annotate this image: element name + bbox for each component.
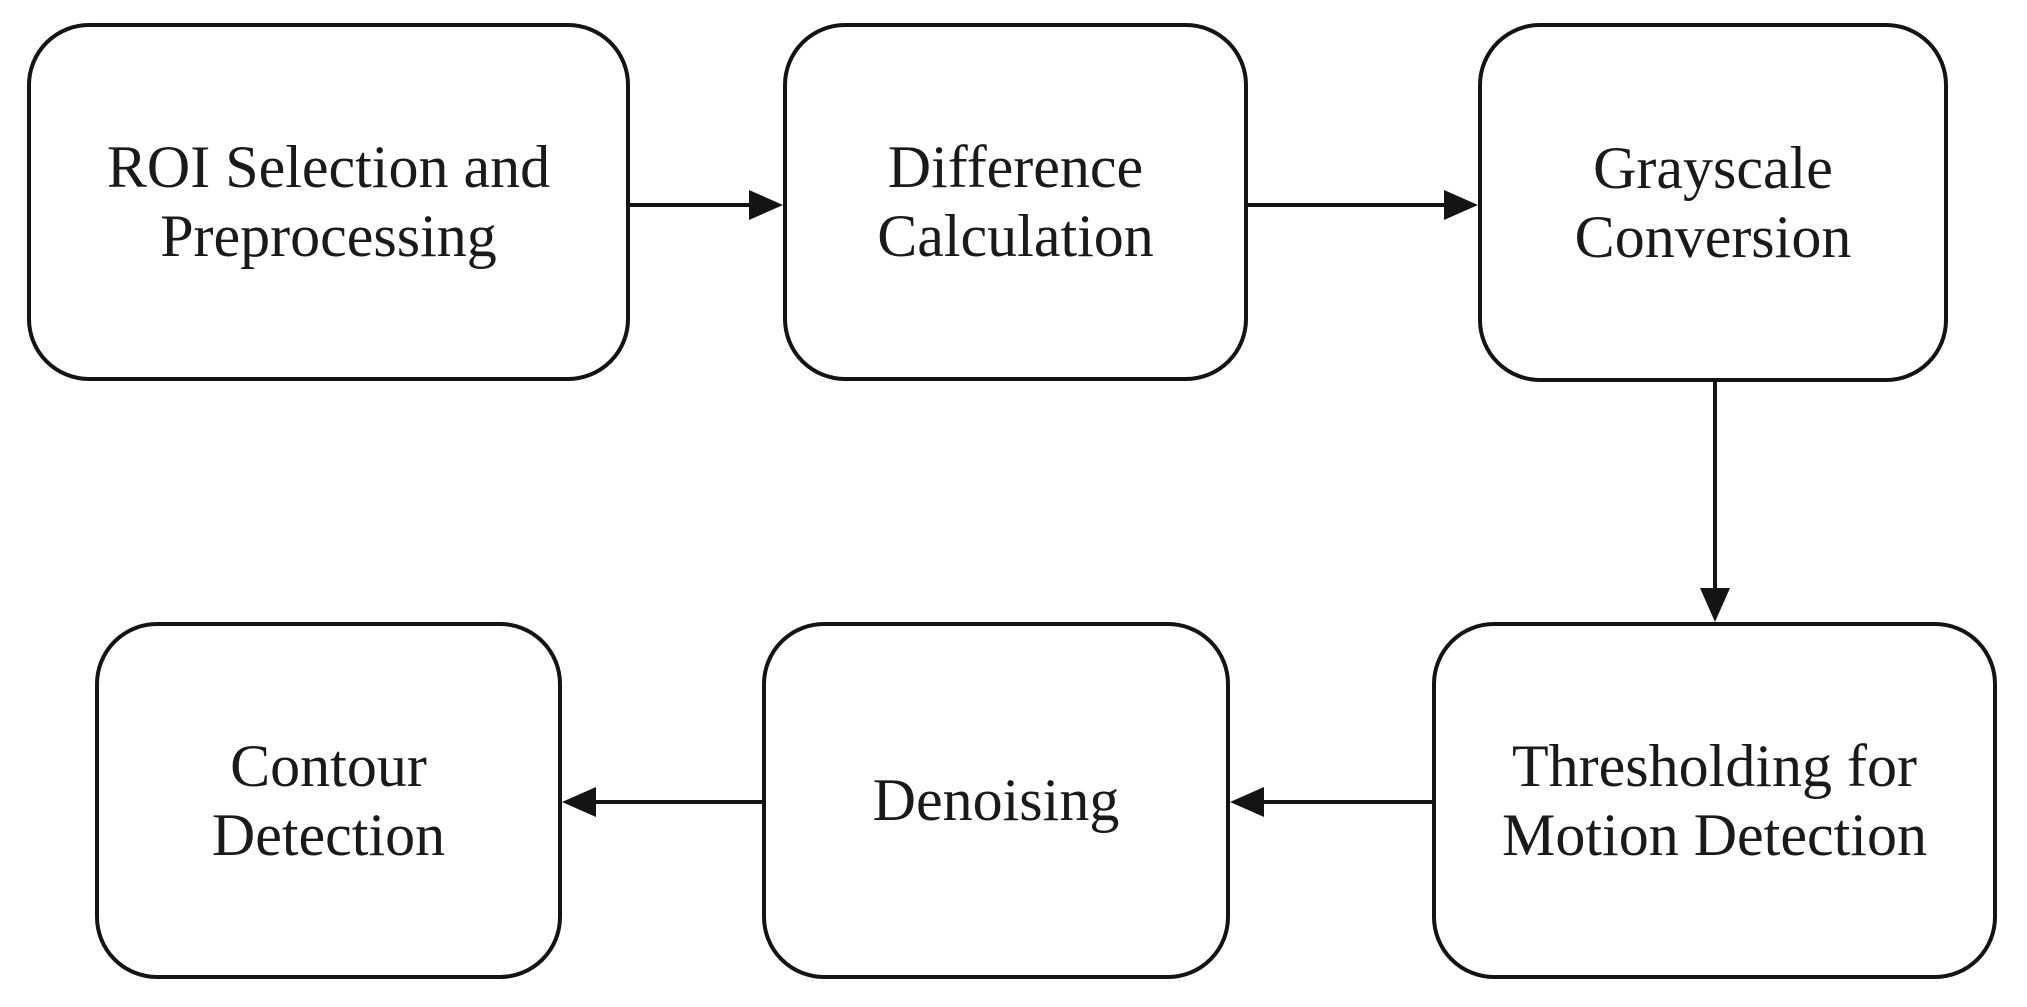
- arrowhead-down-icon: [1700, 588, 1730, 622]
- arrow-stem: [1713, 382, 1717, 590]
- node-grayscale-conversion: Grayscale Conversion: [1478, 23, 1948, 382]
- node-label-line: Motion Detection: [1502, 801, 1927, 868]
- arrow-stem: [1248, 203, 1446, 207]
- arrowhead-right-icon: [1444, 190, 1478, 220]
- arrow-stem: [1262, 800, 1432, 804]
- node-label: Thresholding for Motion Detection: [1502, 732, 1927, 870]
- node-label: Difference Calculation: [877, 133, 1154, 271]
- node-difference-calculation: Difference Calculation: [783, 23, 1248, 381]
- node-label: Contour Detection: [212, 732, 445, 870]
- node-label-line: Preprocessing: [160, 203, 497, 269]
- node-label: ROI Selection and Preprocessing: [107, 133, 550, 271]
- node-thresholding-for-motion-detection: Thresholding for Motion Detection: [1432, 622, 1997, 979]
- node-label: Denoising: [873, 766, 1120, 835]
- arrowhead-left-icon: [562, 787, 596, 817]
- node-label-line: Denoising: [872, 767, 1120, 833]
- node-label-line: Detection: [211, 801, 446, 868]
- node-label-line: Calculation: [877, 203, 1154, 269]
- node-contour-detection: Contour Detection: [95, 622, 562, 979]
- arrow-stem: [630, 203, 751, 207]
- node-label-line: Contour: [230, 732, 427, 799]
- arrow-stem: [594, 800, 762, 804]
- arrowhead-left-icon: [1230, 787, 1264, 817]
- node-label: Grayscale Conversion: [1575, 134, 1852, 272]
- node-roi-selection-and-preprocessing: ROI Selection and Preprocessing: [27, 23, 630, 381]
- node-label-line: Thresholding for: [1512, 732, 1917, 799]
- node-label-line: Grayscale: [1593, 134, 1833, 201]
- node-denoising: Denoising: [762, 622, 1230, 979]
- node-label-line: Difference: [887, 134, 1144, 200]
- arrowhead-right-icon: [749, 190, 783, 220]
- node-label-line: ROI Selection and: [106, 134, 551, 200]
- node-label-line: Conversion: [1574, 203, 1852, 270]
